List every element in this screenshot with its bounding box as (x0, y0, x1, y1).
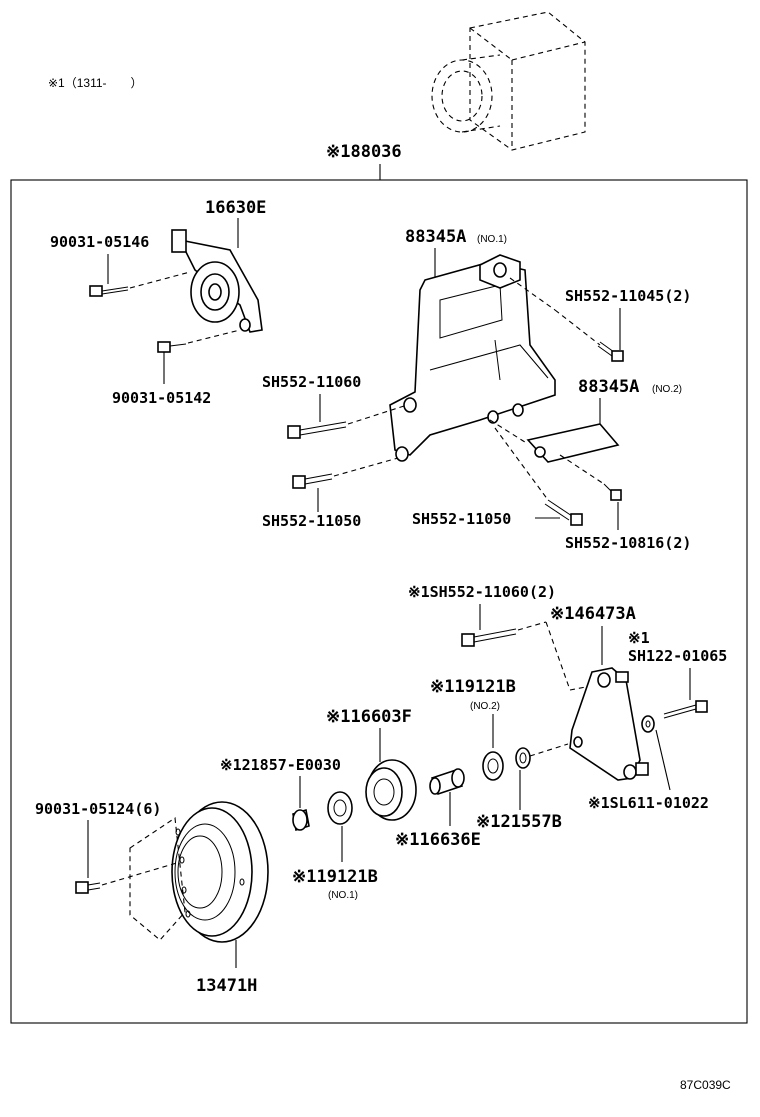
bolt-sh552-11045 (597, 341, 624, 362)
bolt-90031-05142 (157, 341, 187, 353)
spacer-21557b (515, 747, 531, 769)
label-21557b: ※121557B (476, 812, 562, 832)
label-sh552-11060-2: ※1SH552-11060(2) (408, 583, 556, 601)
header-note: ※1（1311- ） (48, 76, 143, 90)
label-90031-05124: 90031-05124(6) (35, 800, 161, 818)
label-16630e: 16630E (205, 198, 266, 218)
idler-pulley-16630e (171, 229, 263, 333)
label-88345a-no2: 88345A (578, 377, 639, 397)
bracket-88345a-no1 (389, 254, 556, 462)
label-19121b-no2: ※119121B (430, 677, 516, 697)
label-21857-e0030: ※121857-E0030 (220, 756, 341, 774)
label-90031-05146: 90031-05146 (50, 233, 149, 251)
assembly-frame (10, 179, 748, 1024)
label-88345a-no1: 88345A (405, 227, 466, 247)
label-19121b-no1: ※119121B (292, 867, 378, 887)
bush-21857-e0030 (292, 808, 310, 832)
label-13471h: 13471H (196, 976, 257, 996)
bolt-90031-05124 (75, 881, 101, 894)
label-sl611-01022: ※1SL611-01022 (588, 794, 709, 812)
crank-pulley-13471h (171, 801, 269, 943)
bolt-sh552-10816 (603, 483, 622, 501)
bearing-19121b-no1 (327, 791, 353, 825)
label-16636e: ※116636E (395, 830, 481, 850)
bolt-sh552-11050-mid (544, 499, 583, 526)
bolt-sh552-11060-2 (461, 628, 517, 647)
bolt-sh122-01065 (663, 700, 708, 719)
label-46473a: ※146473A (550, 604, 636, 624)
label-sh552-11050-left: SH552-11050 (262, 512, 361, 530)
label-19121b-no2-note: (NO.2) (470, 701, 500, 712)
label-19121b-no1-note: (NO.1) (328, 890, 358, 901)
compressor-illustration (431, 11, 586, 151)
diagram-code: 87C039C (680, 1078, 731, 1092)
label-sh122-01065: SH122-01065 (628, 647, 727, 665)
washer-sl611-01022 (641, 715, 655, 733)
bolt-sh552-11050-left (292, 473, 333, 489)
bolt-90031-05146 (89, 285, 129, 297)
bolt-sh552-11060 (287, 421, 347, 439)
pulley-16603f (365, 759, 417, 821)
assembly-label: ※188036 (326, 142, 402, 162)
label-sh122-mark: ※1 (628, 629, 650, 647)
tension-arm-46473a (569, 667, 649, 781)
label-sh552-11045: SH552-11045(2) (565, 287, 691, 305)
label-88345a-no1-note: (NO.1) (477, 234, 507, 245)
label-88345a-no2-note: (NO.2) (652, 384, 682, 395)
label-sh552-11050-mid: SH552-11050 (412, 510, 511, 528)
bearing-19121b-no2 (482, 751, 504, 781)
label-sh552-10816: SH552-10816(2) (565, 534, 691, 552)
plate-88345a-no2 (526, 423, 620, 463)
label-sh552-11060: SH552-11060 (262, 373, 361, 391)
label-90031-05142: 90031-05142 (112, 389, 211, 407)
label-16603f: ※116603F (326, 707, 412, 727)
collar-16636e (429, 768, 465, 796)
